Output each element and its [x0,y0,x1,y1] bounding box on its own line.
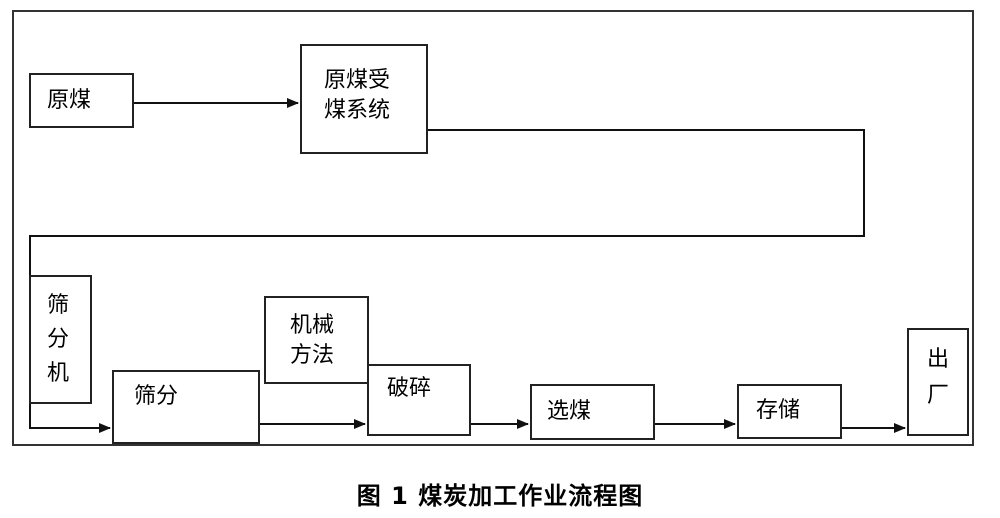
node-receiving-system: 原煤受 煤系统 [300,44,428,154]
node-raw-coal: 原煤 [29,73,134,128]
node-receiving-system-line1: 原煤受 [324,68,391,93]
arrow-screener-to-screening [29,404,111,433]
connector-receiving-to-screener [29,129,865,275]
node-screener: 筛 分 机 [29,275,92,404]
node-receiving-system-line2: 煤系统 [324,98,391,123]
node-crushing: 破碎 [367,364,471,436]
node-screening-label: 筛分 [134,384,179,409]
node-coal-selection-label: 选煤 [547,399,592,424]
node-screener-line3: 机 [47,361,70,386]
node-mechanical-line2: 方法 [290,343,335,368]
figure-caption: 图 1 煤炭加工作业流程图 [356,482,644,510]
node-storage: 存储 [737,384,842,439]
node-coal-selection: 选煤 [530,384,655,440]
node-mechanical-line1: 机械 [290,313,335,338]
node-screener-line1: 筛 [47,293,70,318]
node-screener-line2: 分 [47,327,70,352]
node-exit-plant: 出 厂 [907,328,969,436]
node-raw-coal-label: 原煤 [47,88,92,113]
node-screening: 筛分 [112,370,260,444]
node-mechanical-method: 机械 方法 [264,296,369,384]
node-crushing-label: 破碎 [387,376,432,401]
node-storage-label: 存储 [756,398,801,423]
node-exit-line1: 出 [927,347,950,372]
node-exit-line2: 厂 [927,383,950,408]
diagram-frame [12,10,974,446]
